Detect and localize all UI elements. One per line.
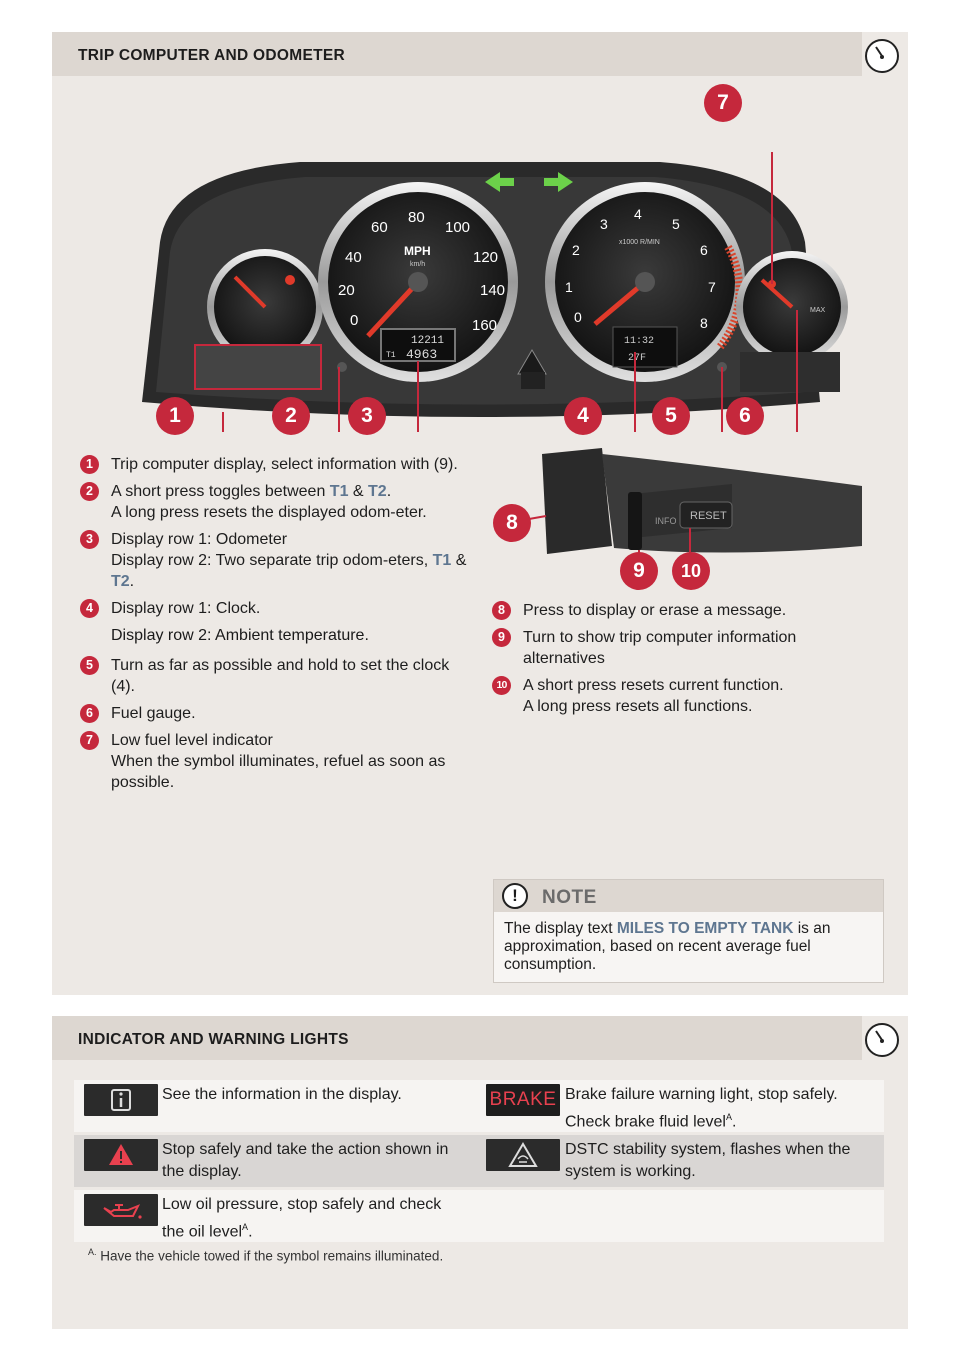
legend-item-5: 5 Turn as far as possible and hold to se… (80, 655, 472, 697)
svg-text:140: 140 (480, 282, 505, 299)
callout-1: 1 (156, 397, 194, 435)
svg-text:3: 3 (600, 216, 608, 232)
instrument-cluster-image: 12211 T1 4963 MPH km/h 0 20 40 60 80 100… (142, 152, 848, 432)
svg-text:80: 80 (408, 209, 425, 226)
warning-triangle-icon (84, 1139, 158, 1171)
callout-6: 6 (726, 397, 764, 435)
callout-5: 5 (652, 397, 690, 435)
svg-text:2: 2 (572, 242, 580, 258)
legend-item-9: 9 Turn to show trip computer information… (492, 627, 882, 669)
callout-7: 7 (704, 84, 742, 122)
brake-text-icon: BRAKE (486, 1084, 560, 1116)
svg-text:0: 0 (574, 309, 582, 325)
warning-row-2: Stop safely and take the action shown in… (74, 1135, 884, 1187)
warning-lights-panel: INDICATOR AND WARNING LIGHTS See the inf… (52, 1016, 908, 1329)
legend-list-right: 8 Press to display or erase a message. 9… (492, 600, 882, 723)
note-box: ! NOTE The display text MILES TO EMPTY T… (493, 879, 884, 983)
svg-text:4: 4 (634, 206, 642, 222)
dstc-text: DSTC stability system, flashes when the … (565, 1141, 851, 1180)
note-text: The display text MILES TO EMPTY TANK is … (504, 920, 831, 973)
exclamation-icon: ! (502, 883, 528, 909)
stop-text: Stop safely and take the action shown in… (162, 1141, 449, 1180)
svg-text:5: 5 (672, 216, 680, 232)
callout-3: 3 (348, 397, 386, 435)
speed-unit: MPH (404, 244, 431, 258)
legend-item-8: 8 Press to display or erase a message. (492, 600, 882, 621)
legend-item-10: 10 A short press resets current function… (492, 675, 882, 717)
svg-text:100: 100 (445, 219, 470, 236)
odometer-row1: 12211 (411, 335, 444, 347)
gauge-icon (865, 1023, 899, 1057)
legend-item-7: 7 Low fuel level indicator When the symb… (80, 730, 472, 793)
callout-8: 8 (493, 504, 531, 542)
gauge-icon (865, 39, 899, 73)
svg-text:7: 7 (708, 279, 716, 295)
legend-item-3: 3 Display row 1: Odometer Display row 2:… (80, 529, 472, 592)
warning-row-3: Low oil pressure, stop safely and check … (74, 1190, 884, 1242)
warning-row-1: See the information in the display. BRAK… (74, 1080, 884, 1132)
clock-readout: 11:32 (624, 336, 654, 347)
svg-text:1: 1 (565, 279, 573, 295)
svg-text:60: 60 (371, 219, 388, 236)
speed-tick-labels: 0 20 40 60 80 100 120 140 160 (338, 209, 505, 334)
callout-4: 4 (564, 397, 602, 435)
svg-text:160: 160 (472, 317, 497, 334)
info-text: See the information in the display. (162, 1086, 402, 1103)
note-title: NOTE (542, 887, 597, 908)
svg-text:6: 6 (700, 242, 708, 258)
svg-text:40: 40 (345, 249, 362, 266)
legend-item-4-row2: Display row 2: Ambient temperature. (111, 627, 369, 644)
callout-2: 2 (272, 397, 310, 435)
info-icon (84, 1084, 158, 1116)
brake-text: Brake failure warning light, stop safely… (565, 1086, 838, 1131)
svg-text:0: 0 (350, 312, 358, 329)
turn-signal-stalk-image: RESET INFO (511, 448, 862, 586)
rpm-tick-labels: 0 1 2 3 4 5 6 7 8 (565, 206, 716, 331)
section-header: TRIP COMPUTER AND ODOMETER (52, 32, 862, 76)
stalk-info-label: INFO (655, 516, 677, 526)
legend-item-6: 6 Fuel gauge. (80, 703, 472, 724)
oil-can-icon (84, 1194, 158, 1226)
legend-item-2: 2 A short press toggles between T1 & T2.… (80, 481, 472, 523)
callout-9: 9 (620, 552, 658, 590)
legend-item-4: 4 Display row 1: Clock. (80, 598, 472, 619)
svg-text:120: 120 (473, 249, 498, 266)
rpm-label: x1000 R/MIN (619, 239, 660, 246)
section-title: INDICATOR AND WARNING LIGHTS (78, 1031, 349, 1048)
svg-text:20: 20 (338, 282, 355, 299)
note-header: ! NOTE (494, 880, 883, 912)
legend-list-left: 1 Trip computer display, select informat… (80, 454, 472, 799)
section-title: TRIP COMPUTER AND ODOMETER (78, 47, 346, 64)
temp-readout: 27F (628, 353, 646, 364)
fuel-max-label: MAX (810, 307, 826, 314)
footnote: A. Have the vehicle towed if the symbol … (88, 1247, 444, 1264)
odometer-row2: 4963 (406, 347, 437, 362)
oil-text: Low oil pressure, stop safely and check … (162, 1196, 442, 1241)
trip-computer-panel: TRIP COMPUTER AND ODOMETER 12211 T1 (52, 32, 908, 995)
dstc-icon (486, 1139, 560, 1171)
legend-item-1: 1 Trip computer display, select informat… (80, 454, 472, 475)
speed-unit-sub: km/h (410, 261, 425, 268)
stalk-reset-label: RESET (690, 510, 727, 522)
svg-text:8: 8 (700, 315, 708, 331)
callout-10: 10 (672, 552, 710, 590)
section-header: INDICATOR AND WARNING LIGHTS (52, 1016, 862, 1060)
odometer-trip-label: T1 (386, 351, 396, 360)
